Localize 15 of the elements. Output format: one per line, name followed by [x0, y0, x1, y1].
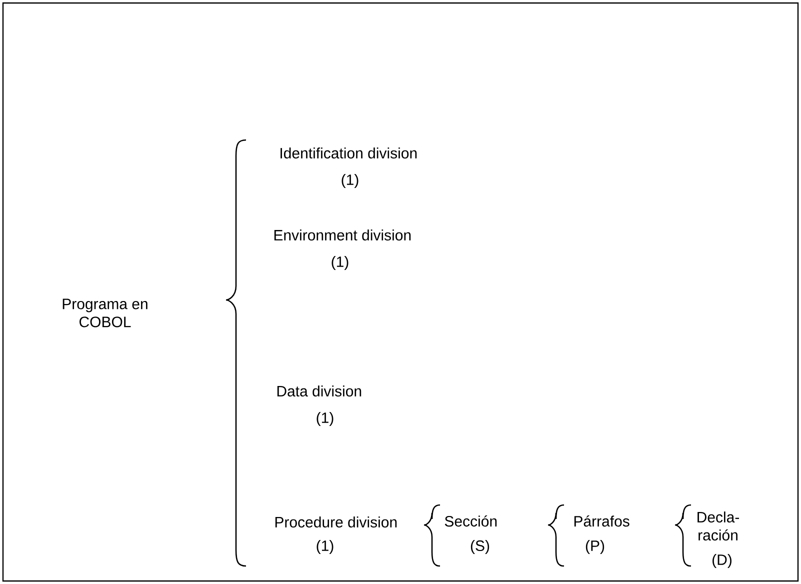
label-text: (1): [342, 174, 358, 188]
label-text: (S): [470, 540, 490, 554]
label-text: Data division: [277, 386, 362, 396]
label-text: Decla- ración: [698, 512, 739, 540]
label-text: Párrafos: [574, 515, 630, 527]
label-text: (1): [316, 412, 334, 426]
label-text: (D): [712, 554, 732, 568]
label-text: Sección: [444, 515, 497, 527]
label-text: (1): [316, 540, 334, 554]
label-text: (P): [586, 540, 604, 554]
label-text: Procedure division: [275, 516, 397, 528]
label-text: Environment division: [274, 230, 411, 240]
label-text: (1): [332, 256, 348, 270]
label-text: Identification division: [280, 148, 417, 158]
label-text: Programa en COBOL: [62, 298, 148, 328]
